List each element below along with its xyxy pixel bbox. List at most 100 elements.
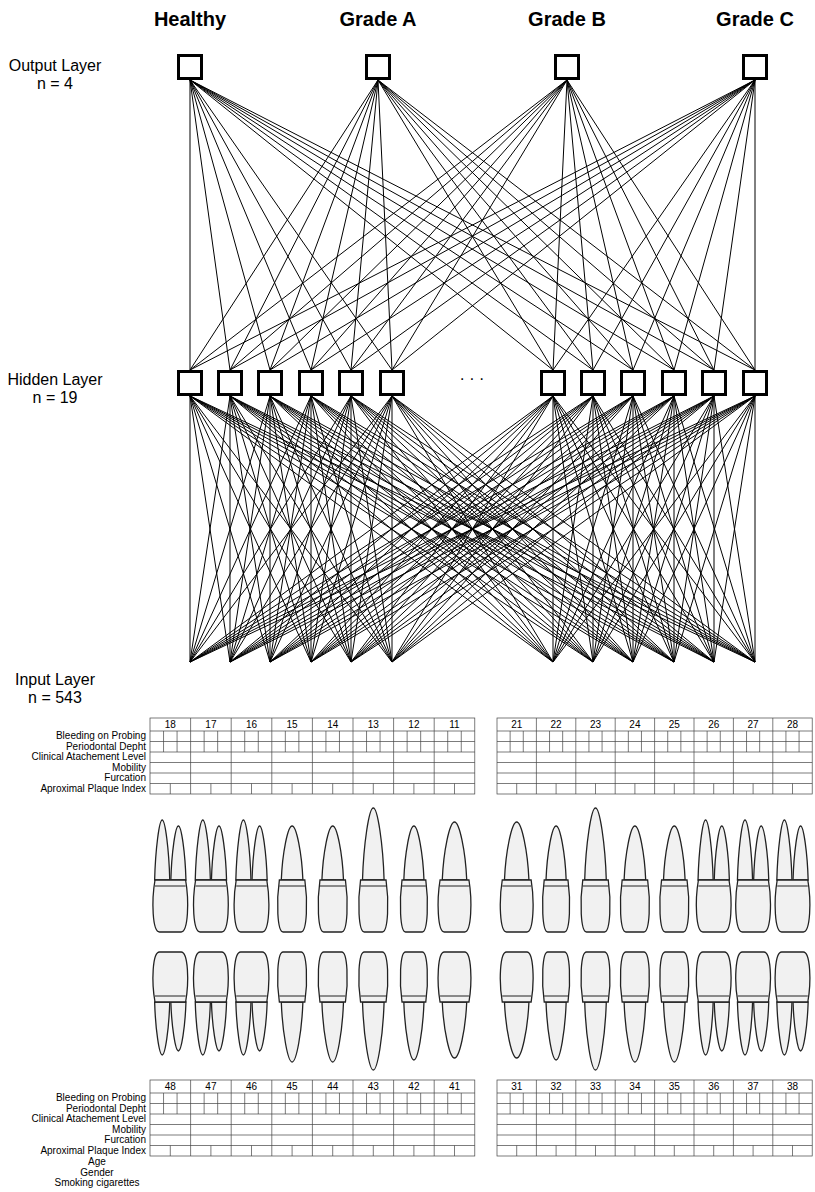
network-connection xyxy=(270,80,755,370)
chart-rule xyxy=(251,1146,252,1157)
network-connection xyxy=(351,396,755,662)
tooth-root xyxy=(793,1002,808,1051)
tooth-root xyxy=(698,1002,713,1055)
gum-line xyxy=(502,996,531,997)
chart-rule xyxy=(204,731,205,752)
chart-rule xyxy=(177,1093,178,1114)
tooth-crown xyxy=(696,880,731,932)
network-connection xyxy=(553,80,567,370)
network-connection xyxy=(553,396,714,662)
hidden-neuron xyxy=(622,372,645,395)
tooth-crown xyxy=(318,952,347,1002)
tooth-root xyxy=(363,1002,385,1070)
chart-rule xyxy=(170,1146,171,1157)
tooth-illustration xyxy=(620,952,649,1062)
chart-border xyxy=(150,718,475,794)
network-connection xyxy=(190,80,230,370)
chart-rule xyxy=(163,1093,164,1114)
network-connection xyxy=(190,80,755,370)
chart-rule xyxy=(177,731,178,752)
gum-line xyxy=(320,886,346,887)
chart-rule xyxy=(746,1093,747,1114)
chart-rule xyxy=(707,731,708,752)
chart-rule xyxy=(190,1080,191,1156)
tooth-crown xyxy=(543,952,570,1002)
chart-rule xyxy=(680,731,681,752)
tooth-illustration xyxy=(696,952,731,1055)
chart-rule xyxy=(393,718,394,794)
gum-line xyxy=(738,886,769,887)
layer-size: n = 543 xyxy=(28,689,82,707)
network-connection xyxy=(230,80,378,370)
class-label: Healthy xyxy=(154,7,226,31)
tooth-number: 18 xyxy=(165,719,176,730)
tooth-root xyxy=(236,1002,251,1055)
gum-line xyxy=(662,886,688,887)
chart-rule xyxy=(170,784,171,795)
tooth-number: 45 xyxy=(287,1081,298,1092)
tooth-root xyxy=(624,1002,646,1062)
tooth-number: 46 xyxy=(246,1081,257,1092)
tooth-illustration xyxy=(438,952,471,1058)
chart-rule xyxy=(641,731,642,752)
gum-line xyxy=(196,886,227,887)
chart-rule xyxy=(694,1080,695,1156)
tooth-root xyxy=(322,1002,344,1062)
tooth-number: 13 xyxy=(368,719,379,730)
tooth-crown xyxy=(359,880,388,932)
tooth-root xyxy=(171,826,186,880)
chart-rule xyxy=(595,784,596,795)
chart-rule xyxy=(339,1093,340,1114)
tooth-illustration xyxy=(775,952,810,1055)
chart-rule xyxy=(634,1146,635,1157)
chart-rule xyxy=(792,1146,793,1157)
network-connection xyxy=(230,80,755,370)
tooth-root xyxy=(754,826,769,880)
chart-rule xyxy=(217,731,218,752)
chart-rule xyxy=(420,731,421,752)
chart-grid xyxy=(150,1080,475,1156)
tooth-crown xyxy=(543,880,570,932)
network-connection xyxy=(553,396,755,662)
tooth-root xyxy=(664,1002,686,1062)
tooth-crown xyxy=(153,952,188,1002)
gum-line xyxy=(662,996,688,997)
hidden-neuron xyxy=(542,372,565,395)
chart-rule xyxy=(298,1093,299,1114)
network-connection xyxy=(567,80,755,370)
patient-field: Gender xyxy=(80,1168,113,1179)
network-connection xyxy=(674,80,755,370)
chart-rule xyxy=(588,1093,589,1114)
tooth-crown xyxy=(775,952,810,1002)
network-connection xyxy=(378,80,392,370)
chart-rule xyxy=(799,1093,800,1114)
network-connection xyxy=(311,396,755,662)
tooth-crown xyxy=(581,952,610,1002)
patient-field: Age xyxy=(88,1157,106,1168)
tooth-crown xyxy=(318,880,347,932)
tooth-root xyxy=(322,826,344,880)
tooth-number: 21 xyxy=(511,719,522,730)
network-connection xyxy=(633,396,755,662)
network-connection xyxy=(190,396,270,662)
chart-rule xyxy=(231,1080,232,1156)
chart-rule xyxy=(654,718,655,794)
chart-rule xyxy=(713,1146,714,1157)
network-connection xyxy=(567,80,714,370)
chart-rule xyxy=(549,731,550,752)
tooth-illustration xyxy=(660,952,689,1062)
chart-rule xyxy=(461,731,462,752)
network-connection xyxy=(378,80,553,370)
chart-rule xyxy=(694,718,695,794)
chart-rule xyxy=(190,718,191,794)
network-connection xyxy=(755,80,756,370)
chart-border xyxy=(497,718,812,794)
tooth-crown xyxy=(278,952,307,1002)
hidden-neuron xyxy=(381,372,404,395)
chart-rule xyxy=(380,1093,381,1114)
patient-field: Smoking cigarettes xyxy=(54,1178,139,1189)
tooth-illustration xyxy=(194,820,229,932)
chart-rule xyxy=(231,718,232,794)
network-connection xyxy=(190,396,230,662)
network-connection xyxy=(190,80,553,370)
